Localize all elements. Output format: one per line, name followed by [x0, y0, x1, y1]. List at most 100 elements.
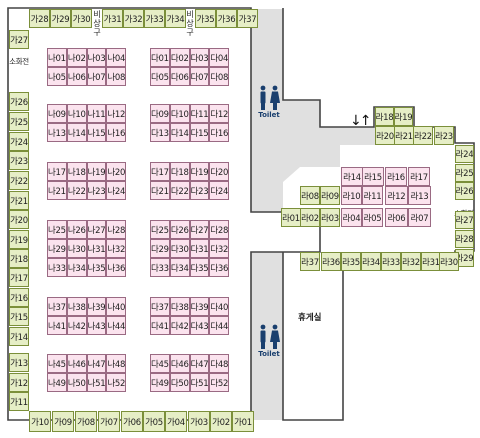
- stall-가30[interactable]: 가30: [71, 9, 92, 28]
- stall-라27[interactable]: 라27: [455, 211, 474, 229]
- stall-나24[interactable]: 나24: [106, 181, 127, 200]
- stall-다14[interactable]: 다14: [169, 123, 190, 142]
- stall-가05[interactable]: 가05: [143, 411, 165, 432]
- stall-다38[interactable]: 다38: [169, 297, 190, 316]
- stall-가20[interactable]: 가20: [9, 210, 29, 229]
- stall-라08[interactable]: 라08: [300, 186, 320, 205]
- stall-다13[interactable]: 다13: [150, 123, 170, 142]
- stall-나31[interactable]: 나31: [86, 239, 107, 258]
- stall-다52[interactable]: 다52: [209, 373, 230, 392]
- stall-다15[interactable]: 다15: [189, 123, 210, 142]
- stall-가22[interactable]: 가22: [9, 171, 29, 190]
- stall-다32[interactable]: 다32: [209, 239, 230, 258]
- stall-다48[interactable]: 다48: [209, 354, 230, 373]
- stall-나43[interactable]: 나43: [86, 316, 107, 335]
- stall-다08[interactable]: 다08: [209, 67, 230, 86]
- stall-다31[interactable]: 다31: [189, 239, 210, 258]
- stall-가26[interactable]: 가26: [9, 92, 29, 111]
- stall-다01[interactable]: 다01: [150, 48, 170, 67]
- stall-가35[interactable]: 가35: [195, 9, 216, 28]
- stall-라17[interactable]: 라17: [408, 167, 430, 186]
- stall-다25[interactable]: 다25: [150, 220, 170, 239]
- stall-다26[interactable]: 다26: [169, 220, 190, 239]
- stall-라23[interactable]: 라23: [434, 126, 454, 145]
- stall-다36[interactable]: 다36: [209, 258, 230, 277]
- stall-가14[interactable]: 가14: [9, 327, 29, 346]
- stall-다07[interactable]: 다07: [189, 67, 210, 86]
- stall-다47[interactable]: 다47: [189, 354, 210, 373]
- stall-나47[interactable]: 나47: [86, 354, 107, 373]
- stall-라34[interactable]: 라34: [361, 252, 381, 271]
- stall-가23[interactable]: 가23: [9, 151, 29, 170]
- stall-가10[interactable]: 가10: [29, 411, 51, 432]
- stall-나07[interactable]: 나07: [86, 67, 107, 86]
- stall-다40[interactable]: 다40: [209, 297, 230, 316]
- stall-라35[interactable]: 라35: [341, 252, 361, 271]
- stall-가27[interactable]: 가27: [9, 30, 29, 49]
- stall-나23[interactable]: 나23: [86, 181, 107, 200]
- stall-나12[interactable]: 나12: [106, 104, 127, 123]
- stall-나04[interactable]: 나04: [106, 48, 127, 67]
- stall-나01[interactable]: 나01: [47, 48, 67, 67]
- stall-나46[interactable]: 나46: [66, 354, 87, 373]
- stall-다21[interactable]: 다21: [150, 181, 170, 200]
- stall-라30[interactable]: 라30: [439, 252, 459, 271]
- stall-다34[interactable]: 다34: [169, 258, 190, 277]
- stall-나44[interactable]: 나44: [106, 316, 127, 335]
- stall-라16[interactable]: 라16: [385, 167, 407, 186]
- stall-나35[interactable]: 나35: [86, 258, 107, 277]
- stall-가19[interactable]: 가19: [9, 230, 29, 249]
- stall-라03[interactable]: 라03: [320, 208, 340, 227]
- stall-라19[interactable]: 라19: [394, 107, 413, 126]
- stall-나11[interactable]: 나11: [86, 104, 107, 123]
- stall-라15[interactable]: 라15: [362, 167, 384, 186]
- stall-나30[interactable]: 나30: [66, 239, 87, 258]
- stall-다18[interactable]: 다18: [169, 162, 190, 181]
- stall-나20[interactable]: 나20: [106, 162, 127, 181]
- stall-가07[interactable]: 가07: [98, 411, 120, 432]
- stall-다27[interactable]: 다27: [189, 220, 210, 239]
- stall-라20[interactable]: 라20: [375, 126, 395, 145]
- stall-라22[interactable]: 라22: [413, 126, 433, 145]
- stall-다22[interactable]: 다22: [169, 181, 190, 200]
- stall-다42[interactable]: 다42: [169, 316, 190, 335]
- stall-다35[interactable]: 다35: [189, 258, 210, 277]
- stall-나27[interactable]: 나27: [86, 220, 107, 239]
- stall-라09[interactable]: 라09: [320, 186, 340, 205]
- stall-나15[interactable]: 나15: [86, 123, 107, 142]
- stall-다10[interactable]: 다10: [169, 104, 190, 123]
- stall-나34[interactable]: 나34: [66, 258, 87, 277]
- stall-라07[interactable]: 라07: [408, 208, 431, 227]
- stall-가32[interactable]: 가32: [123, 9, 144, 28]
- stall-라04[interactable]: 라04: [341, 208, 362, 227]
- stall-다24[interactable]: 다24: [209, 181, 230, 200]
- stall-나19[interactable]: 나19: [86, 162, 107, 181]
- stall-라28[interactable]: 라28: [455, 230, 474, 248]
- stall-나52[interactable]: 나52: [106, 373, 127, 392]
- stall-다23[interactable]: 다23: [189, 181, 210, 200]
- stall-가24[interactable]: 가24: [9, 132, 29, 151]
- stall-나09[interactable]: 나09: [47, 104, 67, 123]
- stall-다39[interactable]: 다39: [189, 297, 210, 316]
- stall-나32[interactable]: 나32: [106, 239, 127, 258]
- stall-가15[interactable]: 가15: [9, 307, 29, 326]
- stall-다45[interactable]: 다45: [150, 354, 170, 373]
- stall-나21[interactable]: 나21: [47, 181, 67, 200]
- stall-다44[interactable]: 다44: [209, 316, 230, 335]
- stall-나06[interactable]: 나06: [66, 67, 87, 86]
- stall-나48[interactable]: 나48: [106, 354, 127, 373]
- stall-라05[interactable]: 라05: [362, 208, 383, 227]
- stall-나50[interactable]: 나50: [66, 373, 87, 392]
- stall-다41[interactable]: 다41: [150, 316, 170, 335]
- stall-라12[interactable]: 라12: [385, 186, 408, 205]
- stall-나14[interactable]: 나14: [66, 123, 87, 142]
- stall-가13[interactable]: 가13: [9, 353, 29, 372]
- stall-라31[interactable]: 라31: [421, 252, 441, 271]
- stall-나03[interactable]: 나03: [86, 48, 107, 67]
- stall-라02[interactable]: 라02: [300, 208, 320, 227]
- stall-다20[interactable]: 다20: [209, 162, 230, 181]
- stall-가06[interactable]: 가06: [121, 411, 143, 432]
- stall-나13[interactable]: 나13: [47, 123, 67, 142]
- stall-다43[interactable]: 다43: [189, 316, 210, 335]
- stall-나36[interactable]: 나36: [106, 258, 127, 277]
